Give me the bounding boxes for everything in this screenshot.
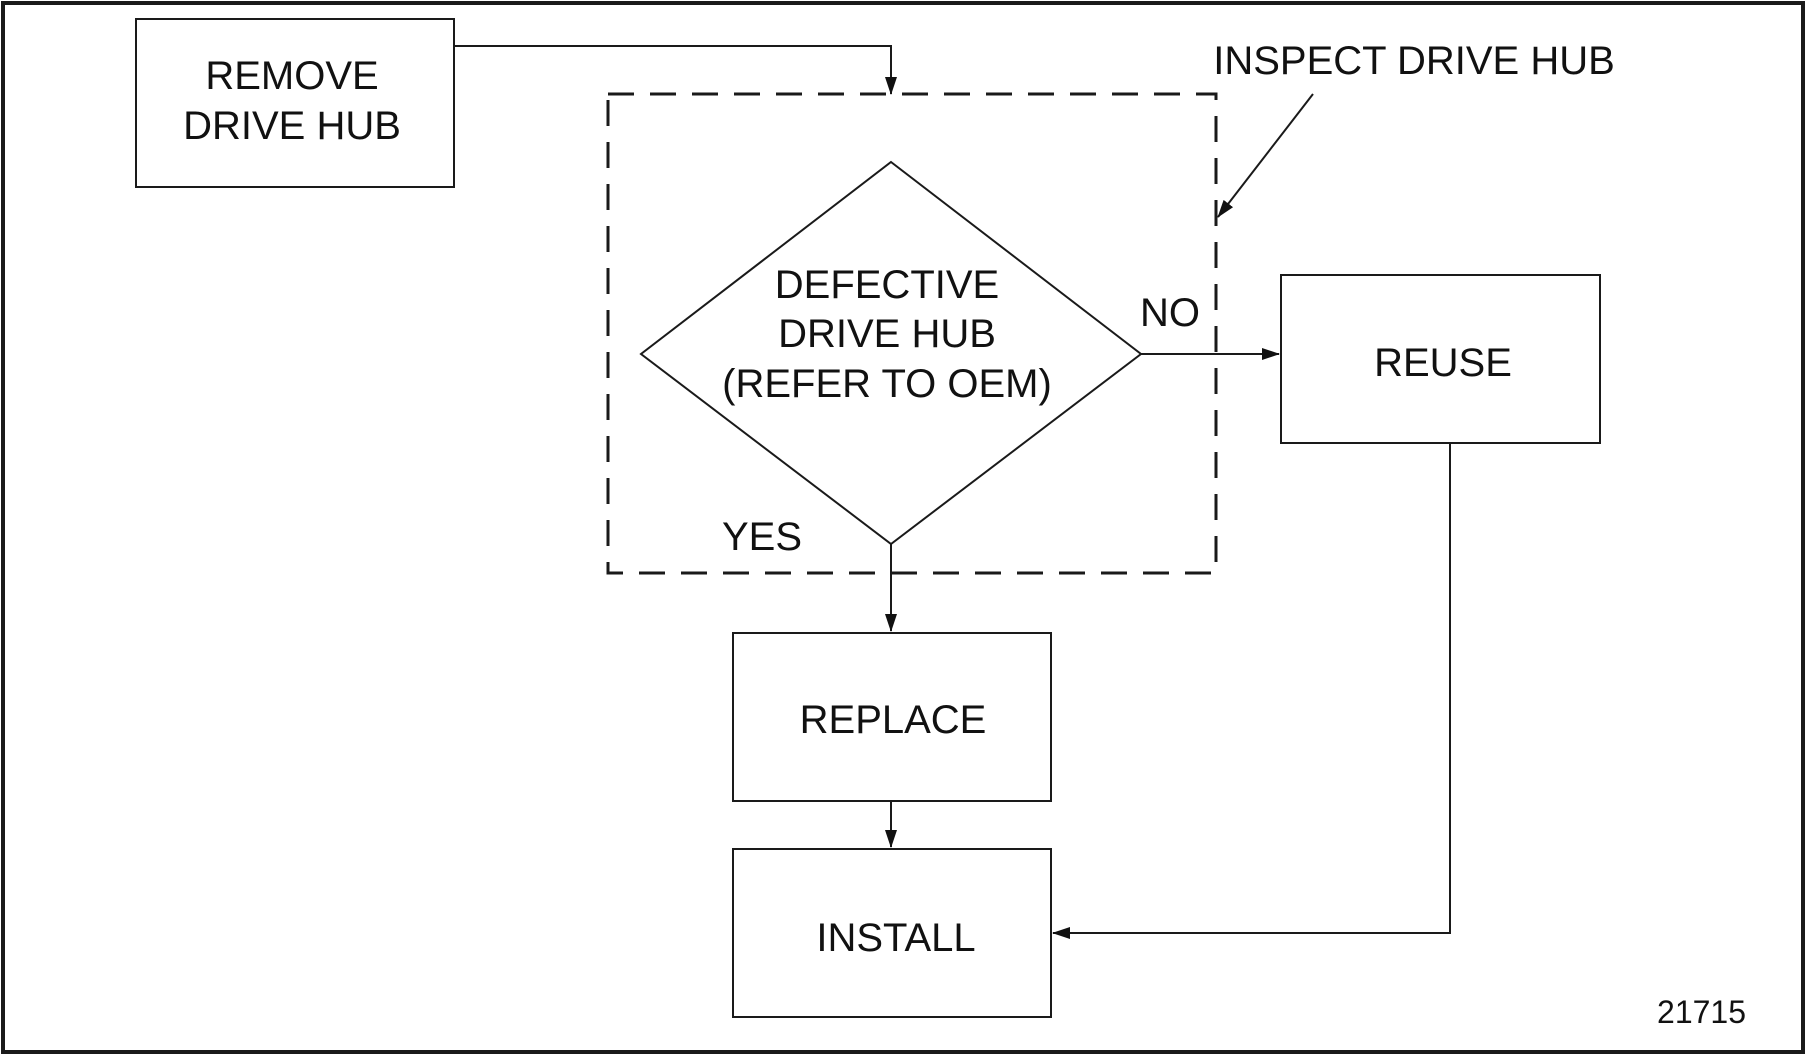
replace-label: REPLACE [800, 698, 987, 742]
figure-number: 21715 [1657, 994, 1746, 1030]
inspect-callout-label: INSPECT DRIVE HUB [1213, 39, 1615, 83]
decision-line2: DRIVE HUB [778, 312, 996, 356]
defective-decision-node: DEFECTIVE DRIVE HUB (REFER TO OEM) [639, 160, 1143, 546]
decision-line3: (REFER TO OEM) [722, 362, 1052, 406]
arrow-reuse-to-install [1052, 443, 1451, 939]
install-node: INSTALL [732, 848, 1052, 1018]
reuse-node: REUSE [1280, 274, 1601, 444]
remove-node-line2: DRIVE HUB [183, 104, 401, 148]
install-label: INSTALL [816, 916, 975, 960]
inspect-group-boundary [606, 92, 1218, 575]
arrow-remove-to-decision [454, 45, 897, 95]
edge-label-no: NO [1140, 291, 1200, 335]
remove-drive-hub-node: REMOVE DRIVE HUB [135, 18, 455, 188]
edge-label-yes: YES [722, 515, 802, 559]
decision-line1: DEFECTIVE [775, 263, 999, 307]
replace-node: REPLACE [732, 632, 1052, 802]
remove-node-line1: REMOVE [205, 54, 378, 98]
reuse-label: REUSE [1374, 341, 1512, 385]
callout-leader-arrow [1217, 93, 1314, 218]
